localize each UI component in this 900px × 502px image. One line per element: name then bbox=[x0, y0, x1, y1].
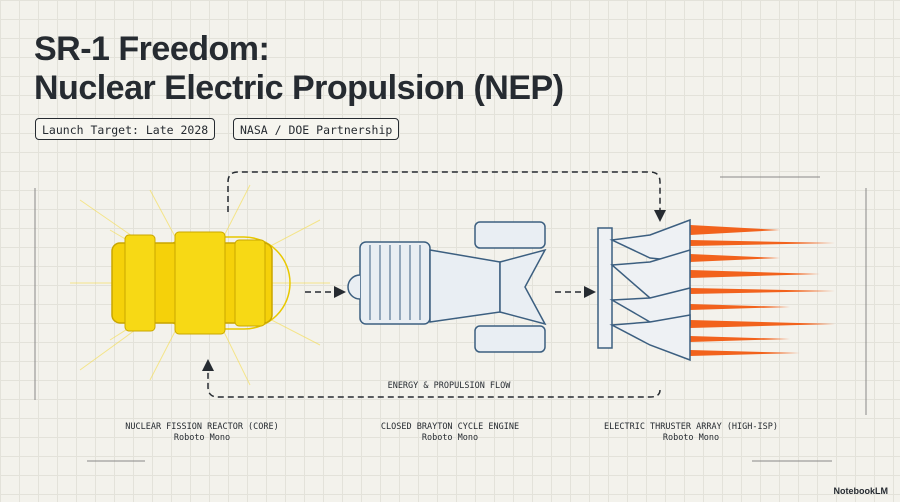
reactor-icon bbox=[111, 231, 291, 335]
thruster-array-icon bbox=[597, 218, 691, 362]
page-title: SR-1 Freedom:Nuclear Electric Propulsion… bbox=[34, 30, 564, 108]
partnership-badge: NASA / DOE Partnership bbox=[233, 118, 400, 140]
thruster-font: Roboto Mono bbox=[662, 433, 720, 443]
engine-font: Roboto Mono bbox=[421, 433, 479, 443]
ruler-marks bbox=[34, 176, 867, 462]
engine-name: CLOSED BRAYTON CYCLE ENGINE bbox=[380, 422, 520, 432]
flow-arrows bbox=[202, 171, 666, 398]
flow-label: ENERGY & PROPULSION FLOW bbox=[387, 381, 511, 391]
launch-target-badge: Launch Target: Late 2028 bbox=[35, 118, 216, 140]
reactor-label: NUCLEAR FISSION REACTOR (CORE)Roboto Mon… bbox=[72, 422, 332, 444]
thruster-name: ELECTRIC THRUSTER ARRAY (HIGH-ISP) bbox=[604, 422, 778, 432]
thruster-flames bbox=[690, 225, 835, 356]
title-line-1: SR-1 Freedom: bbox=[34, 30, 270, 68]
brayton-engine-icon bbox=[347, 221, 547, 353]
reactor-font: Roboto Mono bbox=[173, 433, 231, 443]
notebooklm-logo: NotebookLM bbox=[833, 486, 889, 496]
reactor-name: NUCLEAR FISSION REACTOR (CORE) bbox=[125, 422, 279, 432]
title-line-2: Nuclear Electric Propulsion (NEP) bbox=[34, 69, 564, 107]
thruster-label: ELECTRIC THRUSTER ARRAY (HIGH-ISP)Roboto… bbox=[561, 422, 821, 444]
